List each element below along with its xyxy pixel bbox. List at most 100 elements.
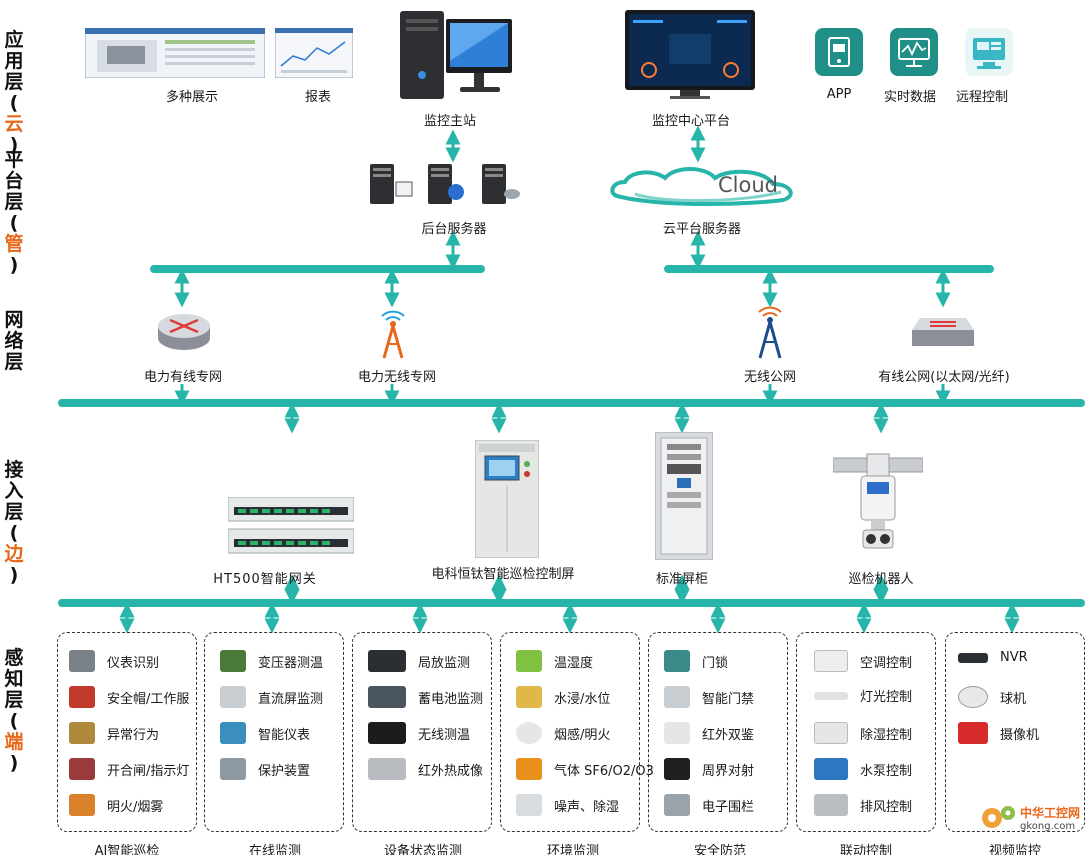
watermark-title: 中华工控网 <box>1019 806 1080 820</box>
list-item: 噪声、除湿 <box>516 794 619 816</box>
list-item: 门锁 <box>664 650 728 672</box>
beam-sensor-icon <box>664 758 690 780</box>
category-title: 环境监测 <box>546 844 600 855</box>
item-label: 明火/烟雾 <box>107 799 164 815</box>
item-label: 气体 SF6/O2/O3 <box>554 763 654 779</box>
category-box-ai <box>57 632 197 832</box>
fire-smoke-icon <box>69 794 95 816</box>
layer-tag: 云 <box>4 113 24 135</box>
access-control-icon <box>664 686 690 708</box>
switch-icon <box>912 318 974 346</box>
list-item: 空调控制 <box>814 650 912 672</box>
layer-label-end: 感 知 层 ( 端 ) <box>0 648 28 774</box>
layer-char: 平 <box>4 149 24 171</box>
watermark-url: gkong.com <box>1019 821 1076 832</box>
control-panel-cabinet-icon <box>475 440 539 558</box>
label-report: 报表 <box>304 90 332 105</box>
item-label: 门锁 <box>702 655 729 671</box>
category-box-video <box>945 632 1085 832</box>
list-item: 电子围栏 <box>664 794 754 816</box>
layer-char: 用 <box>4 50 24 72</box>
water-pump-icon <box>814 758 848 780</box>
list-item: 灯光控制 <box>814 686 912 705</box>
layer-char: 络 <box>4 330 24 352</box>
nvr-icon <box>958 652 988 663</box>
category-box-security <box>648 632 788 832</box>
label-cloud-server: 云平台服务器 <box>662 222 742 237</box>
display-screenshot-icon <box>85 28 265 78</box>
wireless-tower-orange-icon <box>381 310 405 359</box>
gear-icon <box>981 806 1015 828</box>
list-item: 明火/烟雾 <box>69 794 163 816</box>
app-icon <box>815 28 863 76</box>
layer-label-cloud: 应 用 层 ( 云 ) <box>0 30 28 156</box>
standard-cabinet-icon <box>655 432 713 560</box>
item-label: 电子围栏 <box>702 799 755 815</box>
layer-char: 网 <box>4 309 24 331</box>
layer-label-edge: 接 入 层 ( 边 ) <box>0 460 28 586</box>
switch-indicator-icon <box>69 758 95 780</box>
label-cabinet: 标准屏柜 <box>655 572 709 587</box>
wireless-temp-icon <box>368 722 406 744</box>
label-robot: 巡检机器人 <box>848 572 914 587</box>
category-box-environment <box>500 632 640 832</box>
bus-bar-network <box>58 399 1085 407</box>
item-label: 红外双鉴 <box>702 727 755 743</box>
backend-servers-icon <box>370 164 520 204</box>
air-conditioner-icon <box>814 650 848 672</box>
helmet-icon <box>69 686 95 708</box>
inspection-robot-icon <box>833 453 923 549</box>
watermark: 中华工控网 gkong.com <box>978 801 1080 835</box>
layer-label-manage: 平 台 层 ( 管 ) <box>0 150 28 276</box>
layer-char: 感 <box>4 647 24 669</box>
label-wired-public: 有线公网(以太网/光纤) <box>878 370 1010 385</box>
bus-bar-access <box>58 599 1085 607</box>
label-wireless-private: 电力无线专网 <box>357 370 437 385</box>
light-icon <box>814 691 848 700</box>
category-title: 设备状态监测 <box>383 844 463 855</box>
list-item: 变压器测温 <box>220 650 323 672</box>
list-item: 蓄电池监测 <box>368 686 483 708</box>
label-wireless-public: 无线公网 <box>743 370 797 385</box>
abnormal-behavior-icon <box>69 722 95 744</box>
layer-char: 层 <box>4 689 24 711</box>
category-title: 在线监测 <box>248 844 302 855</box>
label-monitor-center: 监控中心平台 <box>651 114 731 129</box>
list-item: 智能仪表 <box>220 722 310 744</box>
label-gateway: HT500智能网关 <box>213 572 317 587</box>
list-item: 温湿度 <box>516 650 593 672</box>
monitor-center-screen-icon <box>625 10 755 99</box>
water-leak-icon <box>516 686 542 708</box>
layer-tag: 边 <box>4 543 24 565</box>
item-label: 空调控制 <box>860 655 913 671</box>
label-remote: 远程控制 <box>955 90 1009 105</box>
category-box-linkage <box>796 632 936 832</box>
door-lock-icon <box>664 650 690 672</box>
label-backend: 后台服务器 <box>421 222 487 237</box>
layer-char: 层 <box>4 191 24 213</box>
item-label: 温湿度 <box>554 655 594 671</box>
list-item: 摄像机 <box>958 722 1039 744</box>
noise-sensor-icon <box>516 794 542 816</box>
list-item: 开合闸/指示灯 <box>69 758 189 780</box>
category-title: 联动控制 <box>839 844 893 855</box>
layer-char: 层 <box>4 501 24 523</box>
list-item: 异常行为 <box>69 722 159 744</box>
item-label: 异常行为 <box>107 727 160 743</box>
item-label: 球机 <box>1000 691 1027 707</box>
item-label: 灯光控制 <box>860 690 913 705</box>
exhaust-fan-icon <box>814 794 848 816</box>
layer-char: 层 <box>4 71 24 93</box>
category-title: AI智能巡检 <box>94 844 160 855</box>
item-label: 水泵控制 <box>860 763 913 779</box>
list-item: 安全帽/工作服 <box>69 686 189 708</box>
dome-camera-icon <box>958 686 988 708</box>
cloud-text: Cloud <box>718 173 778 197</box>
layer-tag: 管 <box>4 233 24 255</box>
protection-device-icon <box>220 758 246 780</box>
category-box-device-status <box>352 632 492 832</box>
gateway-device-icon <box>228 497 354 554</box>
layer-char: 知 <box>4 668 24 690</box>
partial-discharge-icon <box>368 650 406 672</box>
